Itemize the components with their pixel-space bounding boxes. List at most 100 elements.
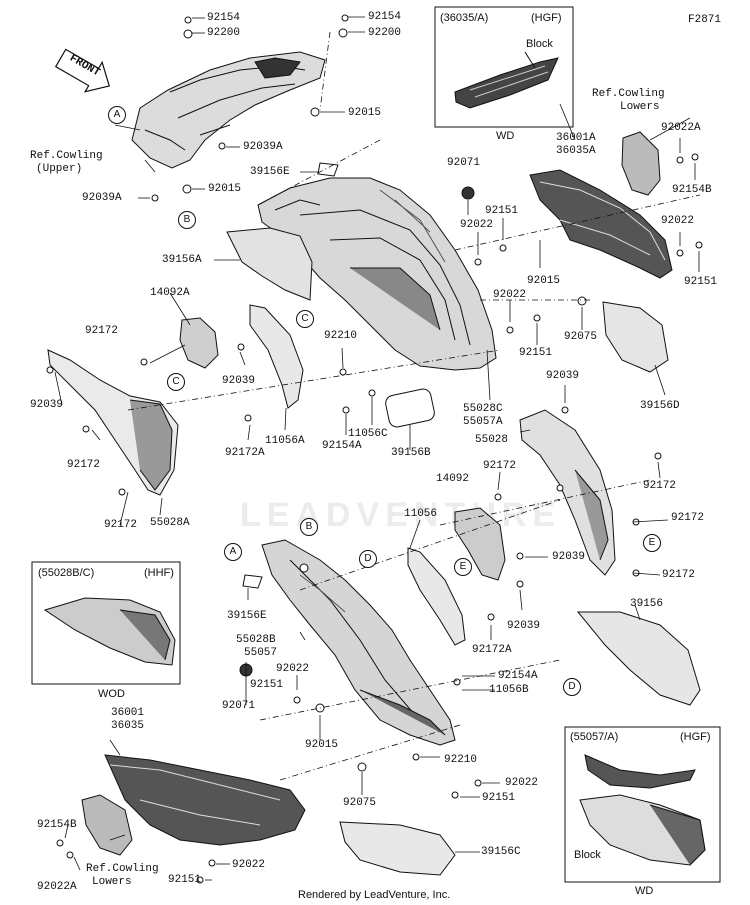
callout-e-right: E: [643, 534, 661, 552]
part-label: 92151: [519, 347, 553, 359]
part-label: 92039: [546, 370, 580, 382]
part-label: 55057A: [463, 416, 503, 428]
inset-top-part: [454, 51, 559, 109]
pad-39156c-part: [339, 821, 456, 876]
ref-lowers-top-bracket: [621, 131, 661, 196]
bracket-14092-part: [454, 507, 506, 581]
part-label: 92172: [643, 480, 677, 492]
part-label: 92151: [684, 276, 718, 288]
inset-top-badge: (HGF): [531, 12, 562, 24]
part-label: 11056B: [489, 684, 529, 696]
part-label: 92022: [505, 777, 539, 789]
part-label: 92172: [671, 512, 705, 524]
part-label: 92039: [552, 551, 586, 563]
part-label: 39156C: [481, 846, 521, 858]
part-label: 36001: [111, 707, 145, 719]
part-label: 92172: [483, 460, 517, 472]
watermark: LEADVENTURE: [240, 496, 562, 534]
bracket-11056a-part: [249, 304, 304, 409]
part-label: 92015: [305, 739, 339, 751]
bracket-14092a-part: [179, 317, 219, 369]
part-label: 92154B: [672, 184, 712, 196]
pad-39156b-part: [385, 388, 435, 428]
part-label: 92172A: [472, 644, 512, 656]
fastener-icons: [46, 14, 703, 884]
part-label: 92172: [662, 569, 696, 581]
part-label: 55028B: [236, 634, 276, 646]
part-label: 92022: [232, 859, 266, 871]
part-label: 11056A: [265, 435, 305, 447]
part-label: 92151: [485, 205, 519, 217]
callout-d-right: D: [563, 678, 581, 696]
part-label: 55028A: [150, 517, 190, 529]
ref-lowers-bottom-bracket: [81, 794, 133, 856]
part-label: 92172: [85, 325, 119, 337]
pad-39156d-part: [602, 301, 669, 373]
leader-lines: [54, 16, 701, 881]
part-label: 92071: [447, 157, 481, 169]
part-label: 55057: [244, 647, 278, 659]
part-label: 92200: [368, 27, 402, 39]
inset-left-caption: WOD: [98, 688, 125, 700]
callout-e-left: E: [454, 558, 472, 576]
part-label: 92015: [348, 107, 382, 119]
lower-cowling-main-part: [261, 539, 456, 746]
ref-lowers-top-1: Ref.Cowling: [592, 88, 665, 100]
ref-lowers-top-2: Lowers: [620, 101, 660, 113]
part-label: 92022A: [661, 122, 701, 134]
inset-left-header: (55028B/C): [38, 567, 95, 579]
callout-d-center: D: [359, 550, 377, 568]
inset-top-header: (36035/A): [440, 12, 489, 24]
part-label: 39156E: [250, 166, 290, 178]
part-label: 92039: [222, 375, 256, 387]
part-label: 92154: [207, 12, 241, 24]
part-label: 92151: [168, 874, 202, 886]
part-label: 92039A: [243, 141, 283, 153]
part-label: 92172A: [225, 447, 265, 459]
part-label: 92022: [661, 215, 695, 227]
ref-cowling-upper-2: (Upper): [36, 163, 83, 175]
part-label: 92075: [343, 797, 377, 809]
callout-a-bottom: A: [224, 543, 242, 561]
inset-right-caption: WD: [635, 885, 654, 897]
inset-right-header: (55057/A): [570, 731, 619, 743]
ref-lowers-bottom-1: Ref.Cowling: [86, 863, 159, 875]
part-label: 92151: [250, 679, 284, 691]
part-label: 92172: [67, 459, 101, 471]
part-label: 39156E: [227, 610, 267, 622]
callout-c-right: C: [296, 310, 314, 328]
part-label: 92151: [482, 792, 516, 804]
part-label: 39156: [630, 598, 664, 610]
part-label: 92075: [564, 331, 598, 343]
pad-39156e-bottom-part: [242, 574, 263, 589]
upper-cowling-part: [131, 51, 326, 169]
part-label: 14092: [436, 473, 470, 485]
part-label: 39156B: [391, 447, 431, 459]
part-label: 92154B: [37, 819, 77, 831]
part-label: 92022: [493, 289, 527, 301]
callout-c-left: C: [167, 373, 185, 391]
part-label: 55028: [475, 434, 509, 446]
front-arrow-icon: [54, 48, 111, 93]
part-label: 14092A: [150, 287, 190, 299]
footer-credit: Rendered by LeadVenture, Inc.: [298, 889, 451, 901]
part-label: 92039A: [82, 192, 122, 204]
part-label: 92071: [222, 700, 256, 712]
callout-a-top: A: [108, 106, 126, 124]
part-label: 36001A: [556, 132, 596, 144]
part-label: 39156A: [162, 254, 202, 266]
part-label: 92154A: [498, 670, 538, 682]
part-label: 92022: [460, 219, 494, 231]
part-label: 92039: [30, 399, 64, 411]
part-label: 11056C: [348, 428, 388, 440]
part-label: 92154: [368, 11, 402, 23]
part-label: 92210: [324, 330, 358, 342]
part-label: 55028C: [463, 403, 503, 415]
bracket-11056-part: [407, 547, 466, 646]
lower-side-55028-part: [519, 409, 616, 576]
inset-right-note: Block: [574, 849, 601, 861]
inset-top-note: Block: [526, 38, 553, 50]
part-label: 92039: [507, 620, 541, 632]
part-label: 92210: [444, 754, 478, 766]
